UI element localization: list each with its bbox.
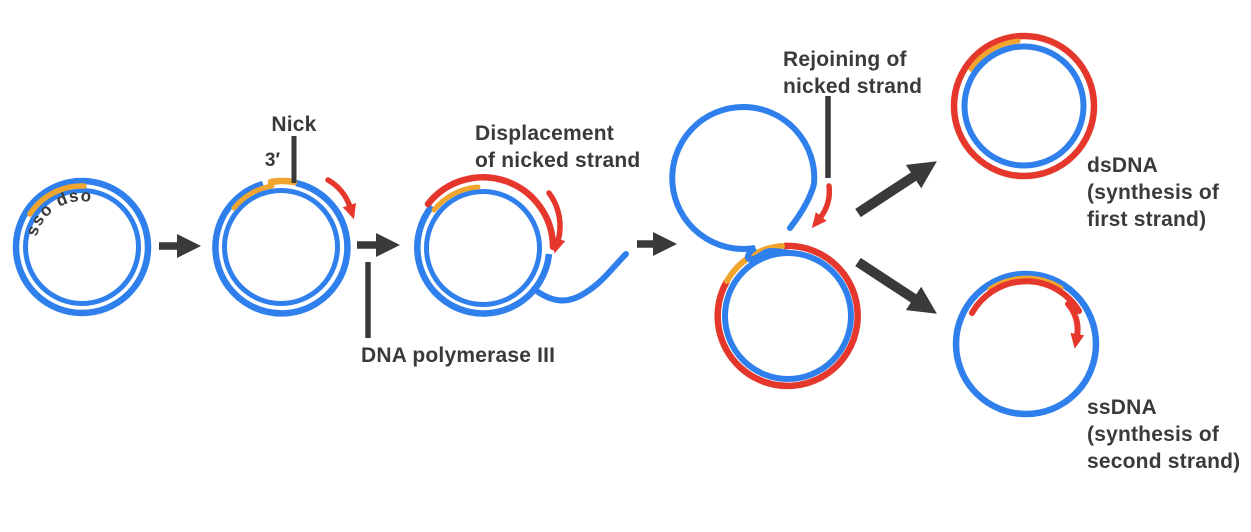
ssdna-label-line3: second strand) bbox=[1087, 450, 1240, 473]
synthesis-direction-arrow bbox=[1065, 301, 1085, 349]
displacement-caption-line1: Displacement bbox=[475, 122, 614, 145]
dna-polymerase-label: DNA polymerase III bbox=[361, 344, 555, 367]
outer-strand-arc bbox=[212, 179, 351, 317]
sso-dso-label: sso dso bbox=[22, 186, 93, 238]
synthesis-direction-arrow bbox=[546, 190, 566, 254]
plasmid-initial: sso dso bbox=[12, 177, 152, 317]
rejoining-caption-line2: nicked strand bbox=[783, 75, 922, 98]
outer-strand-circle bbox=[12, 177, 152, 317]
rejoining-arrow bbox=[811, 183, 833, 229]
template-strand-circle bbox=[722, 250, 854, 382]
synthesis-direction-arrow bbox=[325, 177, 357, 220]
dsdna-label-line3: first strand) bbox=[1087, 208, 1206, 231]
outer-strand-arc bbox=[414, 203, 553, 317]
new-strand-circle bbox=[714, 242, 861, 390]
dsdna-label-line1: dsDNA bbox=[1087, 154, 1158, 177]
inner-strand-circle bbox=[23, 188, 141, 306]
plasmid-displacing: Displacement of nicked strand bbox=[414, 122, 640, 317]
ssdna-label-line2: (synthesis of bbox=[1087, 423, 1220, 446]
displacement-caption-line2: of nicked strand bbox=[475, 149, 640, 172]
rejoining-caption-line1: Rejoining of bbox=[783, 48, 908, 71]
inner-strand-circle bbox=[424, 189, 542, 307]
three-prime-label: 3′ bbox=[265, 150, 281, 171]
sso-dso-label-text: sso dso bbox=[22, 186, 92, 238]
product-arrow-dsdna bbox=[855, 161, 937, 218]
sso-origin-arc bbox=[431, 184, 481, 213]
product-arrow-ssdna bbox=[855, 257, 937, 314]
ssdna-product: ssDNA (synthesis of second strand) bbox=[952, 270, 1240, 473]
dso-origin-arc bbox=[27, 183, 87, 217]
new-strand-arc bbox=[424, 174, 557, 251]
origin-arc bbox=[968, 38, 1021, 72]
dso-origin-arc bbox=[267, 177, 298, 186]
replication-intermediate: Rejoining of nicked strand bbox=[669, 48, 922, 390]
dsdna-product: dsDNA (synthesis of first strand) bbox=[950, 32, 1220, 231]
sso-origin-arc bbox=[231, 183, 275, 211]
single-strand-circle bbox=[952, 270, 1100, 418]
displaced-strand-tail bbox=[531, 251, 629, 304]
new-strand-circle bbox=[950, 32, 1098, 180]
plasmid-nicked: Nick 3′ bbox=[212, 113, 357, 317]
inner-strand-circle bbox=[222, 188, 340, 306]
enzyme-callout: DNA polymerase III bbox=[361, 262, 555, 367]
template-strand-circle bbox=[961, 43, 1087, 169]
nick-label: Nick bbox=[271, 113, 316, 136]
dsdna-label-line2: (synthesis of bbox=[1087, 181, 1220, 204]
origin-arc bbox=[987, 275, 1064, 292]
ssdna-label-line1: ssDNA bbox=[1087, 396, 1157, 419]
displaced-strand-loop bbox=[669, 103, 818, 263]
second-strand-synthesis-arc bbox=[969, 278, 1082, 316]
